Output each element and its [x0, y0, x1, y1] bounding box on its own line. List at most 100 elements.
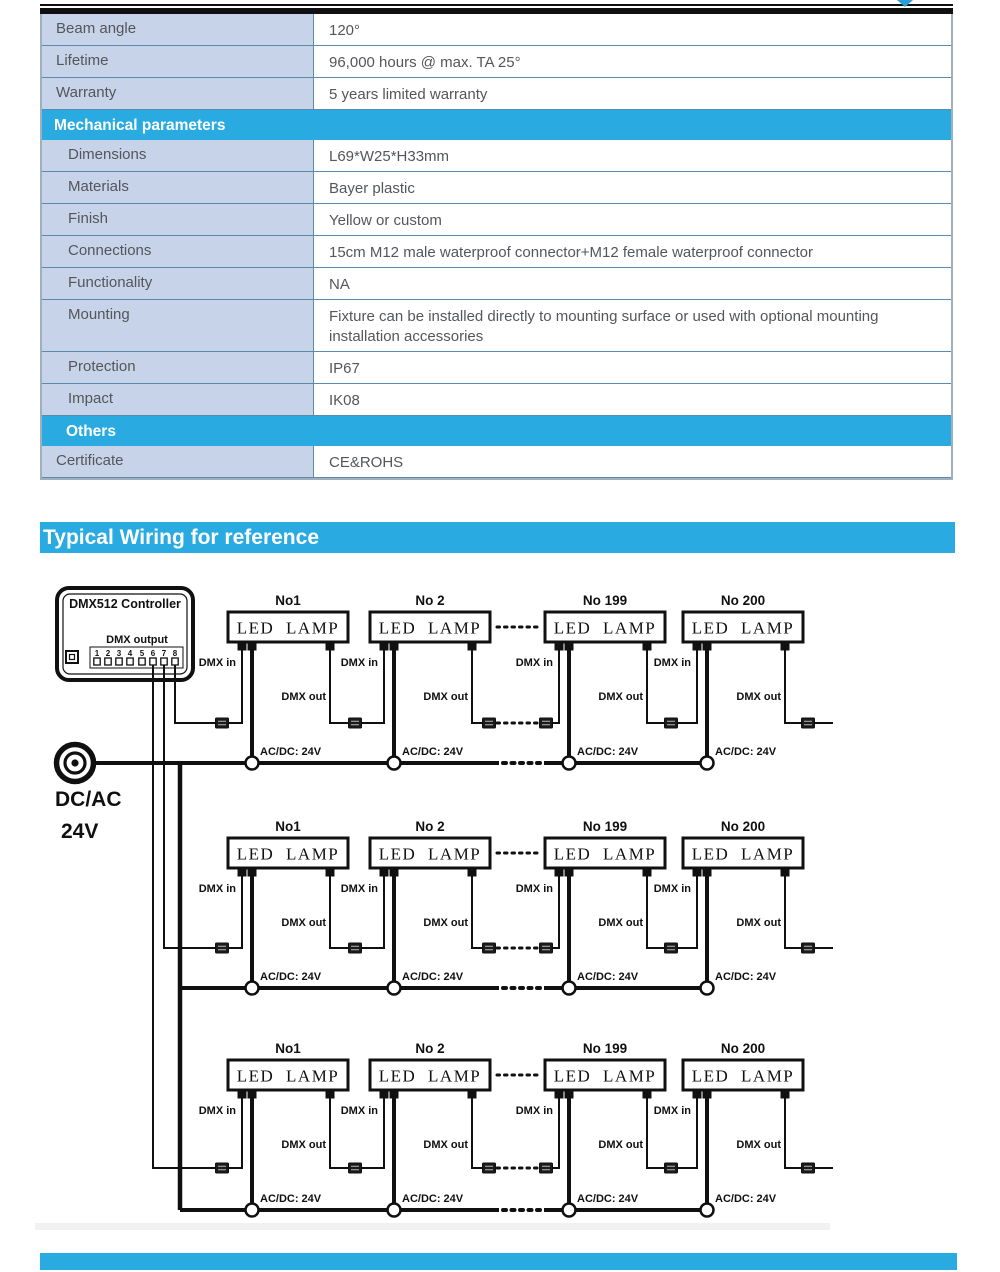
pin-socket	[93, 657, 101, 666]
dmx-out-wire	[646, 650, 665, 724]
row-label: Materials	[42, 172, 314, 203]
dmx-feed-wire	[228, 1098, 243, 1169]
power-tap-label: AC/DC: 24V	[715, 1193, 777, 1205]
led-lamp-box	[226, 1058, 350, 1092]
cable-connector-icon	[801, 717, 815, 729]
dmx-link-wire	[677, 876, 698, 949]
lamp-number-label: No 199	[583, 819, 627, 834]
dmx-out-wire	[471, 876, 483, 949]
lamp-pin-stub	[325, 1091, 335, 1099]
power-tap-node	[561, 1202, 577, 1218]
lamp-pin-stub	[564, 1091, 574, 1099]
row-label: Dimensions	[42, 140, 314, 171]
dmx-out-label: DMX out	[423, 1139, 468, 1151]
lamp-pin-stub	[379, 643, 389, 651]
top-rule-thin	[40, 4, 953, 6]
lamp-pin-stub	[467, 1091, 477, 1099]
table-section-header: Others	[42, 416, 951, 446]
controller-title: DMX512 Controller	[69, 597, 181, 611]
power-tap-node	[386, 755, 402, 771]
lamp-pin-stub	[780, 869, 790, 877]
lamp-pin-stub	[554, 643, 564, 651]
dmx-feed-wire	[163, 665, 216, 949]
table-row: Mounting Fixture can be installed direct…	[42, 300, 951, 352]
dmx-controller-inner-border	[62, 593, 188, 675]
dmx-feed-wire	[228, 650, 243, 724]
lamp-pin-stub	[237, 869, 247, 877]
cable-connector-detail	[667, 720, 675, 726]
table-row: Certificate CE&ROHS	[42, 446, 951, 478]
power-tap-node	[386, 980, 402, 996]
cable-connector-icon	[801, 1162, 815, 1174]
dmx-link-wire	[677, 1098, 698, 1169]
led-lamp-label: LED LAMP	[554, 1067, 657, 1086]
dmx-in-label: DMX in	[654, 883, 692, 895]
row-value: 15cm M12 male waterproof connector+M12 f…	[329, 244, 813, 261]
dmx-out-label: DMX out	[281, 1139, 326, 1151]
cable-connector-detail	[542, 1165, 550, 1171]
row-label: Connections	[42, 236, 314, 267]
dmx-link-wire	[552, 876, 560, 949]
power-tap-label: AC/DC: 24V	[260, 971, 322, 983]
top-rule-thick	[40, 8, 953, 14]
lamp-pin-stub	[379, 1091, 389, 1099]
power-tap-node	[561, 755, 577, 771]
row-value: Fixture can be installed directly to mou…	[329, 308, 879, 345]
lamp-number-label: No 200	[721, 1041, 765, 1056]
power-tap-node	[244, 1202, 260, 1218]
lamp-pin-stub	[467, 643, 477, 651]
row-value: IK08	[329, 392, 360, 409]
power-tap-label: AC/DC: 24V	[402, 1193, 464, 1205]
dmx-in-label: DMX in	[654, 657, 692, 669]
led-lamp-label: LED LAMP	[692, 1067, 795, 1086]
power-tap-label: AC/DC: 24V	[402, 971, 464, 983]
dmx-out-label: DMX out	[736, 691, 781, 703]
pin-number-label: 6	[151, 649, 156, 658]
lamp-pin-stub	[642, 1091, 652, 1099]
dmx-out-wire	[471, 650, 483, 724]
dmx-in-label: DMX in	[654, 1105, 692, 1117]
dmx-in-label: DMX in	[199, 657, 237, 669]
lamp-pin-stub	[247, 1091, 257, 1099]
lamp-pin-stub	[692, 869, 702, 877]
led-lamp-box	[681, 610, 805, 644]
dmx-feed-wire	[174, 665, 216, 724]
lamp-pin-stub	[702, 1091, 712, 1099]
power-tap-label: AC/DC: 24V	[577, 971, 639, 983]
power-source-voltage: 24V	[61, 820, 98, 843]
cable-connector-detail	[485, 1165, 493, 1171]
row-label: Beam angle	[42, 14, 314, 45]
page-top-arrow-icon	[897, 0, 913, 7]
bottom-accent-bar	[40, 1253, 957, 1270]
pin-socket	[171, 657, 179, 666]
lamp-pin-stub	[237, 643, 247, 651]
cable-connector-icon	[348, 942, 362, 954]
cable-connector-icon	[801, 942, 815, 954]
cable-connector-icon	[482, 942, 496, 954]
power-tap-label: AC/DC: 24V	[577, 746, 639, 758]
cable-connector-detail	[218, 720, 226, 726]
row-label: Finish	[42, 204, 314, 235]
lamp-pin-stub	[325, 643, 335, 651]
dmx-out-label: DMX out	[598, 917, 643, 929]
dmx-out-wire	[471, 1098, 483, 1169]
lamp-pin-stub	[642, 643, 652, 651]
pin-socket	[149, 657, 157, 666]
row-label: Impact	[42, 384, 314, 415]
lamp-pin-stub	[702, 869, 712, 877]
row-value: NA	[329, 276, 350, 293]
power-tap-node	[699, 755, 715, 771]
table-row: Warranty 5 years limited warranty	[42, 78, 951, 110]
controller-aux-port-inner	[68, 653, 76, 661]
lamp-number-label: No1	[275, 593, 301, 608]
led-lamp-box	[681, 1058, 805, 1092]
pin-socket	[160, 657, 168, 666]
dmx-link-wire	[361, 650, 385, 724]
pin-socket	[126, 657, 134, 666]
power-tap-label: AC/DC: 24V	[402, 746, 464, 758]
power-tap-node	[244, 755, 260, 771]
led-lamp-label: LED LAMP	[554, 845, 657, 864]
power-tap-node	[244, 980, 260, 996]
dmx-feed-wire	[228, 876, 243, 949]
lamp-pin-stub	[389, 869, 399, 877]
